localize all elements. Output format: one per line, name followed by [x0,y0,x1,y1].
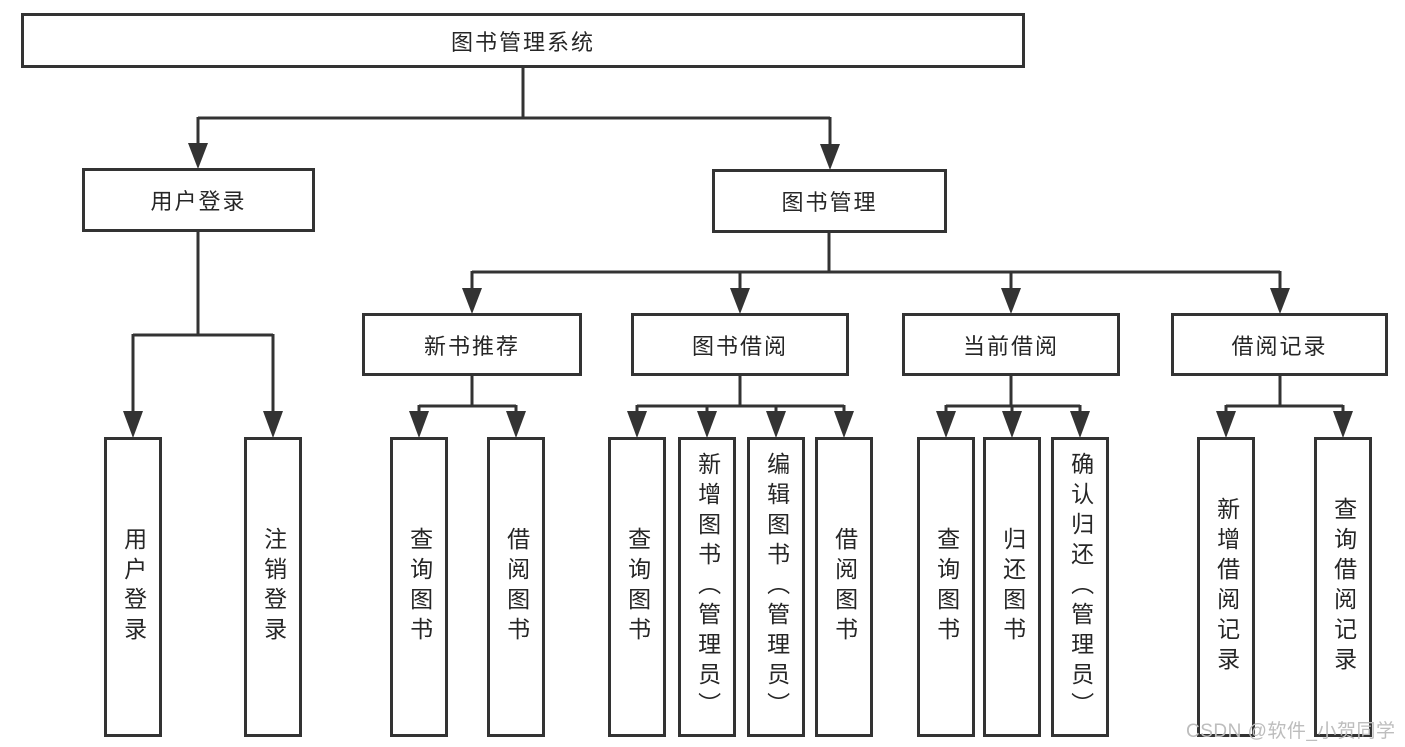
node-root-library-management-system: 图书管理系统 [21,13,1025,68]
node-label: 新书推荐 [423,333,520,359]
node-user-login: 用户登录 [82,168,315,232]
leaf-label: 查询图书 [624,527,651,647]
leaf-label: 编辑图书（管理员） [763,452,790,722]
leaf-label: 查询图书 [933,527,960,647]
leaf-add-borrow-record: 新增借阅记录 [1197,437,1255,737]
leaf-label: 确认归还（管理员） [1067,452,1094,722]
leaf-query-books-current: 查询图书 [917,437,975,737]
leaf-return-books: 归还图书 [983,437,1041,737]
node-current-borrowing: 当前借阅 [902,313,1120,376]
leaf-label: 新增借阅记录 [1213,497,1240,677]
leaf-query-borrow-record: 查询借阅记录 [1314,437,1372,737]
node-label: 借阅记录 [1231,333,1328,359]
leaf-label: 用户登录 [120,527,147,647]
leaf-label: 借阅图书 [831,527,858,647]
leaf-user-login: 用户登录 [104,437,162,737]
leaf-label: 注销登录 [260,527,287,647]
leaf-logout: 注销登录 [244,437,302,737]
leaf-label: 新增图书（管理员） [694,452,721,722]
leaf-query-books-borrow: 查询图书 [608,437,666,737]
leaf-edit-books-admin: 编辑图书（管理员） [747,437,805,737]
node-label: 当前借阅 [962,333,1059,359]
leaf-query-books-newbook: 查询图书 [390,437,448,737]
leaf-borrow-books: 借阅图书 [815,437,873,737]
node-new-book-recommendation: 新书推荐 [362,313,582,376]
csdn-watermark: CSDN @软件_小贺同学 [1186,721,1396,742]
node-label: 图书借阅 [691,333,788,359]
leaf-label: 查询借阅记录 [1330,497,1357,677]
node-label: 图书管理 [781,190,878,215]
node-label: 用户登录 [150,189,247,214]
node-label: 图书管理系统 [450,29,595,55]
leaf-borrow-books-newbook: 借阅图书 [487,437,545,737]
leaf-label: 归还图书 [999,527,1026,647]
node-book-management: 图书管理 [712,169,947,233]
leaf-label: 借阅图书 [503,527,530,647]
leaf-add-books-admin: 新增图书（管理员） [678,437,736,737]
node-borrowing-records: 借阅记录 [1171,313,1388,376]
node-book-borrowing: 图书借阅 [631,313,849,376]
leaf-label: 查询图书 [406,527,433,647]
leaf-confirm-return-admin: 确认归还（管理员） [1051,437,1109,737]
